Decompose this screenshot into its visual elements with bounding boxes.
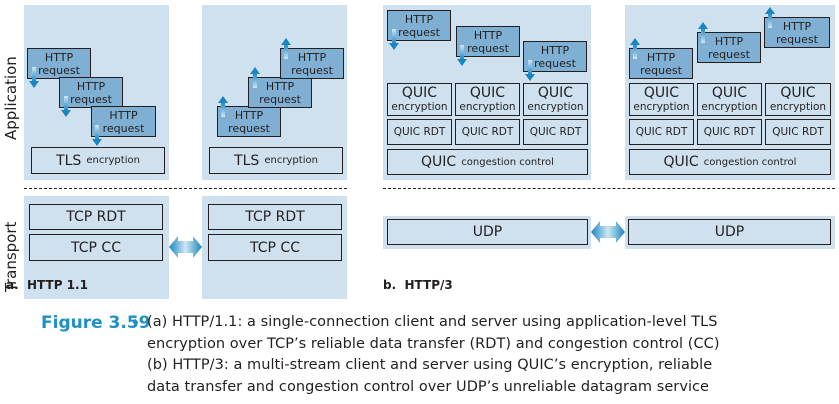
arrow-up-icon xyxy=(765,7,775,28)
figure-number: Figure 3.59 xyxy=(41,313,151,333)
arrow-down-icon xyxy=(389,29,399,50)
arrow-down-icon xyxy=(525,60,535,81)
bidirectional-arrow-icon xyxy=(591,221,625,243)
quic-rdt-box: QUIC RDT xyxy=(387,119,452,145)
quic-rdt-box: QUIC RDT xyxy=(765,119,831,145)
arrow-down-icon xyxy=(92,125,102,146)
bidirectional-arrow-icon xyxy=(169,236,202,258)
tcp-rdt-box: TCP RDT xyxy=(29,204,163,230)
arrow-up-icon xyxy=(630,38,640,59)
quic-congestion-control-box: QUIC congestion control xyxy=(629,149,831,175)
http-request-box: HTTP request xyxy=(523,41,587,72)
http3-sublabel: b. HTTP/3 xyxy=(383,278,453,292)
layer-divider xyxy=(383,188,835,189)
bullet-diamond-icon: ♦ xyxy=(131,318,140,329)
quic-congestion-control-box: QUIC congestion control xyxy=(387,149,588,175)
http-request-box: HTTP request xyxy=(697,32,761,63)
udp-box: UDP xyxy=(387,219,588,245)
arrow-up-icon xyxy=(698,22,708,43)
http-request-box: HTTP request xyxy=(629,48,693,79)
quic-rdt-box: QUIC RDT xyxy=(629,119,694,145)
quic-encryption-box: QUIC encryption xyxy=(455,83,520,116)
quic-rdt-box: QUIC RDT xyxy=(523,119,588,145)
http-request-box: HTTP request xyxy=(764,17,830,48)
http-request-box: HTTP request xyxy=(91,106,156,137)
arrow-down-icon xyxy=(457,45,467,66)
tcp-cc-box: TCP CC xyxy=(29,234,163,261)
http-request-box: HTTP request xyxy=(59,77,123,108)
quic-encryption-box: QUIC encryption xyxy=(523,83,588,116)
arrow-up-icon xyxy=(218,96,228,117)
arrow-down-icon xyxy=(29,67,39,88)
quic-rdt-box: QUIC RDT xyxy=(455,119,520,145)
quic-encryption-box: QUIC encryption xyxy=(629,83,694,116)
tls-encryption-box: TLS encryption xyxy=(209,147,343,174)
quic-encryption-box: QUIC encryption xyxy=(697,83,762,116)
udp-box: UDP xyxy=(628,219,831,245)
http-request-box: HTTP request xyxy=(456,26,520,57)
tcp-cc-box: TCP CC xyxy=(208,234,342,261)
http-request-box: HTTP request xyxy=(27,48,91,79)
arrow-down-icon xyxy=(61,96,71,117)
quic-encryption-box: QUIC encryption xyxy=(387,83,452,116)
tcp-rdt-box: TCP RDT xyxy=(208,204,342,230)
quic-rdt-box: QUIC RDT xyxy=(697,119,762,145)
quic-encryption-box: QUIC encryption xyxy=(765,83,831,116)
caption-line: encryption over TCP’s reliable data tran… xyxy=(147,336,720,352)
layer-divider xyxy=(24,188,347,189)
tls-encryption-box: TLS encryption xyxy=(31,147,165,174)
caption-line: data transfer and congestion control ove… xyxy=(147,379,710,395)
http-request-box: HTTP request xyxy=(280,48,344,79)
arrow-up-icon xyxy=(250,67,260,88)
application-layer-label: Application xyxy=(2,56,20,140)
arrow-up-icon xyxy=(281,38,291,59)
http-request-box: HTTP request xyxy=(217,106,281,137)
http-request-box: HTTP request xyxy=(387,10,451,41)
caption-line: (a) HTTP/1.1: a single-connection client… xyxy=(147,314,718,330)
caption-line: (b) HTTP/3: a multi-stream client and se… xyxy=(147,357,713,373)
http-request-box: HTTP request xyxy=(248,77,312,108)
http11-sublabel: a. HTTP 1.1 xyxy=(6,278,88,292)
